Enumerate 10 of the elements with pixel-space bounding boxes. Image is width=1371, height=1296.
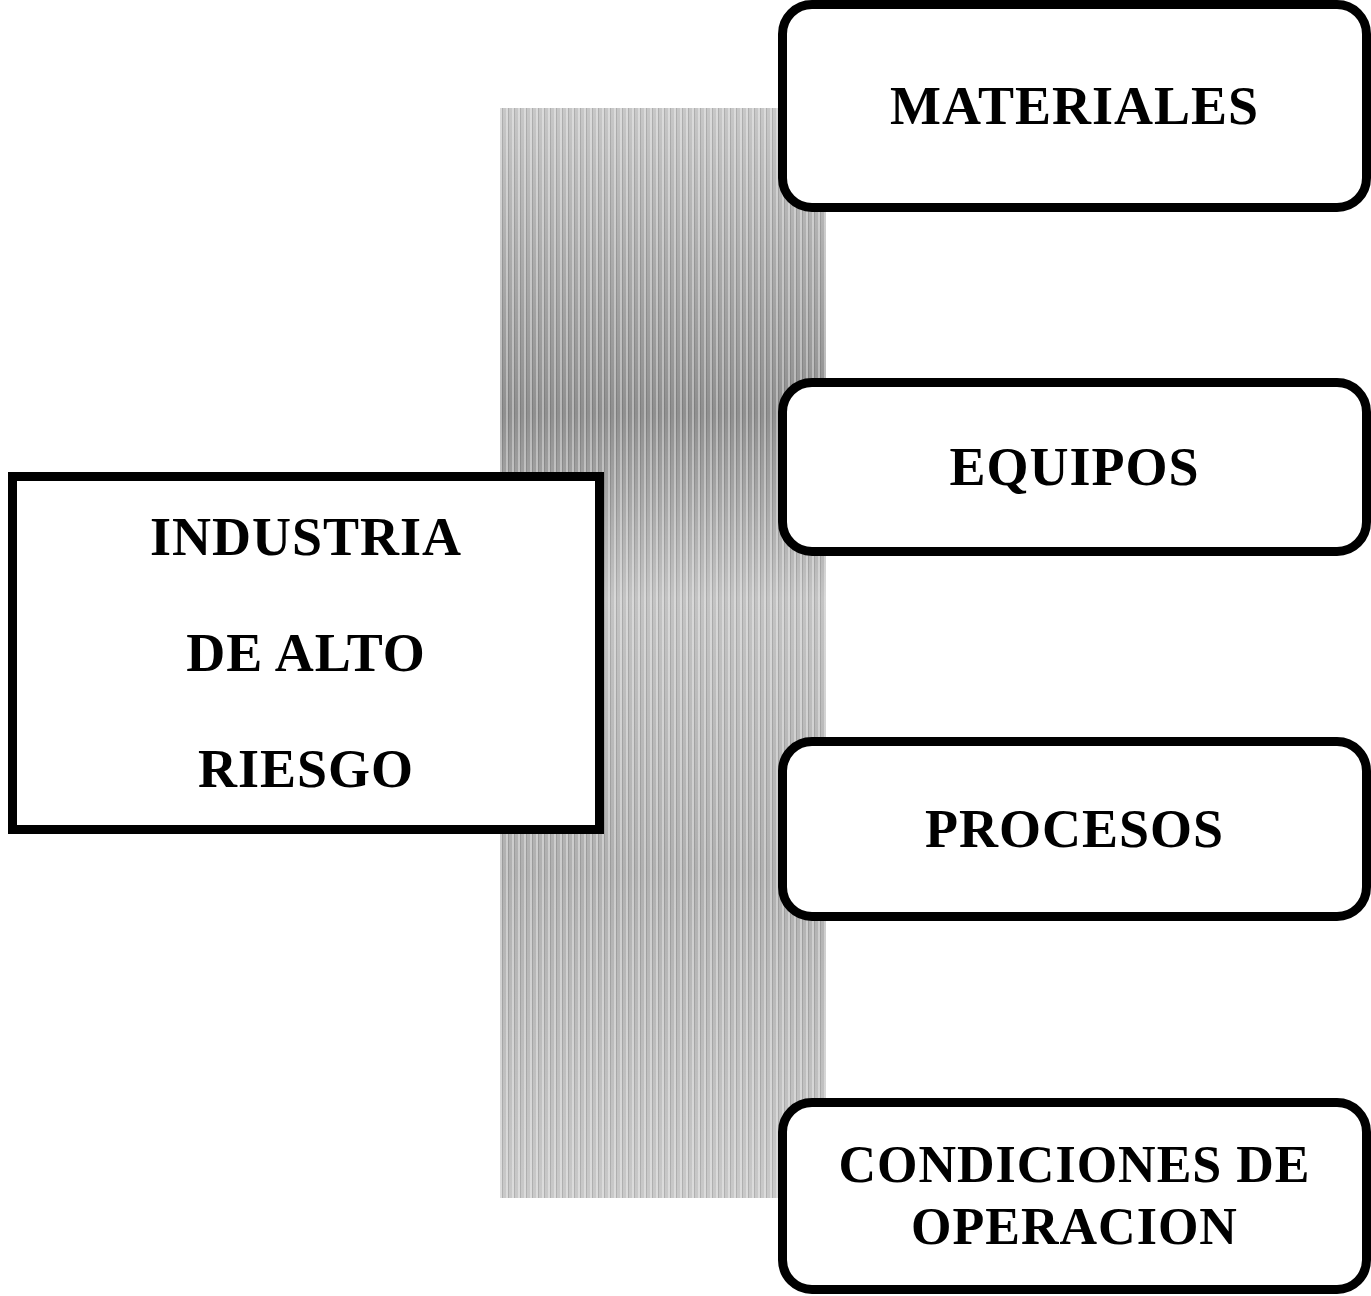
rounded-box xyxy=(778,0,1371,212)
rounded-box xyxy=(778,378,1371,556)
box-label: MATERIALES xyxy=(889,74,1260,138)
rounded-box xyxy=(778,1098,1371,1294)
box-label: INDUSTRIA DE ALTO RIESGO xyxy=(148,505,464,802)
box-label: PROCESOS xyxy=(924,797,1225,861)
rounded-box xyxy=(778,737,1371,921)
box-label: EQUIPOS xyxy=(949,435,1200,499)
process-box xyxy=(8,472,604,834)
box-label: CONDICIONES DE OPERACION xyxy=(837,1134,1312,1257)
